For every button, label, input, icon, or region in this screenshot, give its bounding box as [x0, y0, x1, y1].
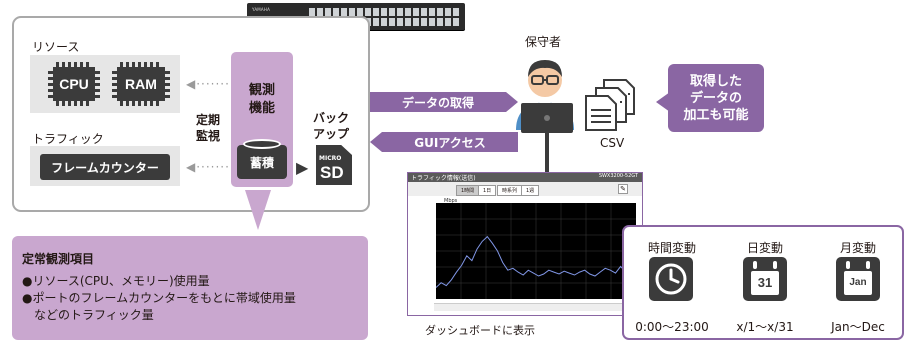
database-icon: 蓄積	[237, 137, 287, 179]
monthly-variation-head: 月変動	[839, 241, 876, 255]
traffic-label: トラフィック	[32, 132, 104, 146]
calendar-day-icon: 31	[743, 257, 787, 301]
regular-item-line: ●ポートのフレームカウンターをもとに帯域使用量	[22, 291, 296, 305]
csv-label: CSV	[600, 136, 625, 150]
dotted-arrow-resource: ◀········	[186, 77, 235, 91]
dashboard-tab[interactable]: 1時間	[456, 185, 480, 196]
arrow-to-sd-icon: ▶	[296, 158, 309, 177]
calendar-month-icon: Jan	[836, 257, 880, 301]
dotted-arrow-traffic: ◀········	[186, 160, 235, 174]
traffic-line-chart	[436, 203, 636, 299]
ram-chip-icon: RAM	[112, 62, 170, 106]
dashboard-titlebar: トラフィック情報(送信) SWX3200-52GT	[408, 173, 642, 182]
csv-files-icon	[584, 78, 638, 134]
data-fetch-arrow: データの取得	[370, 92, 518, 112]
periodic-monitoring-label: 定期 監視	[195, 113, 220, 143]
hourly-variation-range: 0:00〜23:00	[635, 320, 709, 334]
monthly-variation-range: Jan〜Dec	[831, 320, 885, 334]
clock-icon	[649, 257, 693, 301]
frame-counter-label: フレームカウンター	[40, 154, 170, 180]
admin-label: 保守者	[525, 35, 562, 49]
dashboard-window-device: SWX3200-52GT	[598, 173, 638, 179]
laptop-to-dashboard-line	[545, 133, 549, 173]
laptop-icon	[521, 103, 573, 133]
storage-label: 蓄積	[237, 145, 287, 179]
dashboard-tabbar: 1時間 1日 時系列 1週 ✎	[408, 182, 642, 196]
dashboard-tab[interactable]: 1週	[521, 185, 540, 196]
daily-variation-head: 日変動	[746, 241, 783, 255]
monitor-title: 観測 機能	[248, 83, 275, 116]
microsd-card-icon: MICRO SD	[316, 145, 352, 185]
dashboard-tab[interactable]: 1日	[478, 185, 497, 196]
data-process-callout: 取得した データの 加工も可能	[668, 64, 764, 132]
gui-access-arrow: GUIアクセス	[370, 132, 518, 152]
backup-label: バック アップ	[313, 111, 350, 141]
dashboard-scrollbar[interactable]	[434, 303, 638, 311]
regular-items-box: 定常観測項目 ●リソース(CPU、メモリー)使用量 ●ポートのフレームカウンター…	[12, 236, 368, 340]
daily-variation-range: x/1〜x/31	[736, 320, 794, 334]
dashboard-window: トラフィック情報(送信) SWX3200-52GT 1時間 1日 時系列 1週 …	[407, 172, 643, 316]
pencil-icon[interactable]: ✎	[618, 184, 628, 194]
regular-item-line: ●リソース(CPU、メモリー)使用量	[22, 274, 210, 288]
ram-label: RAM	[117, 67, 165, 101]
regular-items-title: 定常観測項目	[22, 252, 95, 266]
cpu-chip-icon: CPU	[48, 62, 100, 106]
hourly-variation-head: 時間変動	[647, 241, 696, 255]
dashboard-caption: ダッシュボードに表示	[425, 324, 535, 337]
cpu-label: CPU	[53, 67, 95, 101]
dashboard-window-title: トラフィック情報(送信)	[411, 175, 476, 182]
regular-item-line: などのトラフィック量	[22, 308, 154, 322]
callout-pointer-left	[656, 92, 670, 112]
dashboard-tab[interactable]: 時系列	[497, 185, 523, 196]
switch-brand: YAMAHA	[252, 7, 271, 12]
dashboard-y-label: Mbps	[444, 198, 458, 204]
resources-label: リソース	[32, 40, 80, 54]
